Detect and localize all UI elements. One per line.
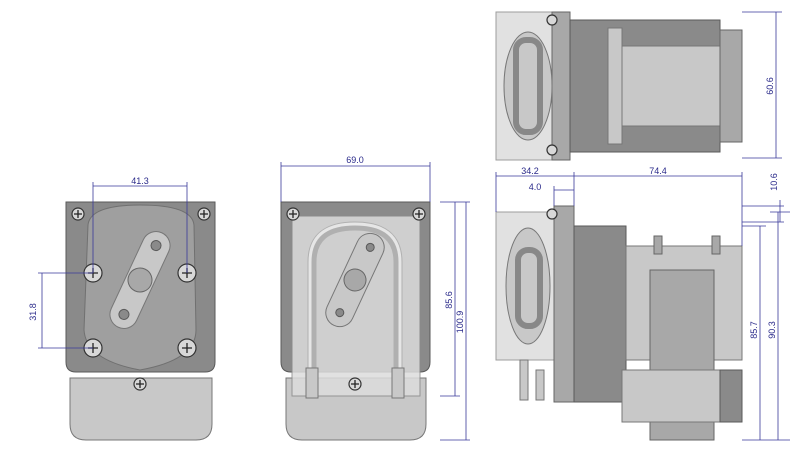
dim-cover-height-inner: 85.6 — [444, 291, 454, 309]
dim-cover-width: 69.0 — [346, 155, 364, 165]
front-view-with-cover: 69.0 85.6 100.9 — [280, 155, 470, 441]
dim-side-offset: 10.6 — [769, 173, 779, 191]
dim-cover-height-total: 100.9 — [455, 311, 465, 334]
screw-icon — [286, 207, 300, 221]
dim-top-height: 60.6 — [765, 77, 775, 95]
dim-side-step: 4.0 — [529, 182, 542, 192]
screw-icon — [71, 207, 85, 221]
screw-icon — [133, 377, 147, 391]
dim-motor-length: 74.4 — [649, 166, 667, 176]
screw-icon — [546, 14, 558, 26]
dim-screw-spacing-v: 31.8 — [28, 303, 38, 321]
dim-side-height-inner: 85.7 — [749, 321, 759, 339]
screw-icon — [546, 144, 558, 156]
side-view: 34.2 4.0 74.4 10.6 85.7 90.3 — [495, 166, 790, 441]
screw-icon — [412, 207, 426, 221]
screw-icon — [546, 208, 558, 220]
screw-icon — [348, 377, 362, 391]
screw-icon — [197, 207, 211, 221]
top-view: 60.6 — [495, 11, 782, 161]
dim-side-height-total: 90.3 — [767, 321, 777, 339]
front-view-no-cover: 41.3 31.8 — [28, 176, 216, 441]
screw-icon — [177, 338, 197, 358]
dim-screw-spacing-h: 41.3 — [131, 176, 149, 186]
dim-side-depth-front: 34.2 — [521, 166, 539, 176]
